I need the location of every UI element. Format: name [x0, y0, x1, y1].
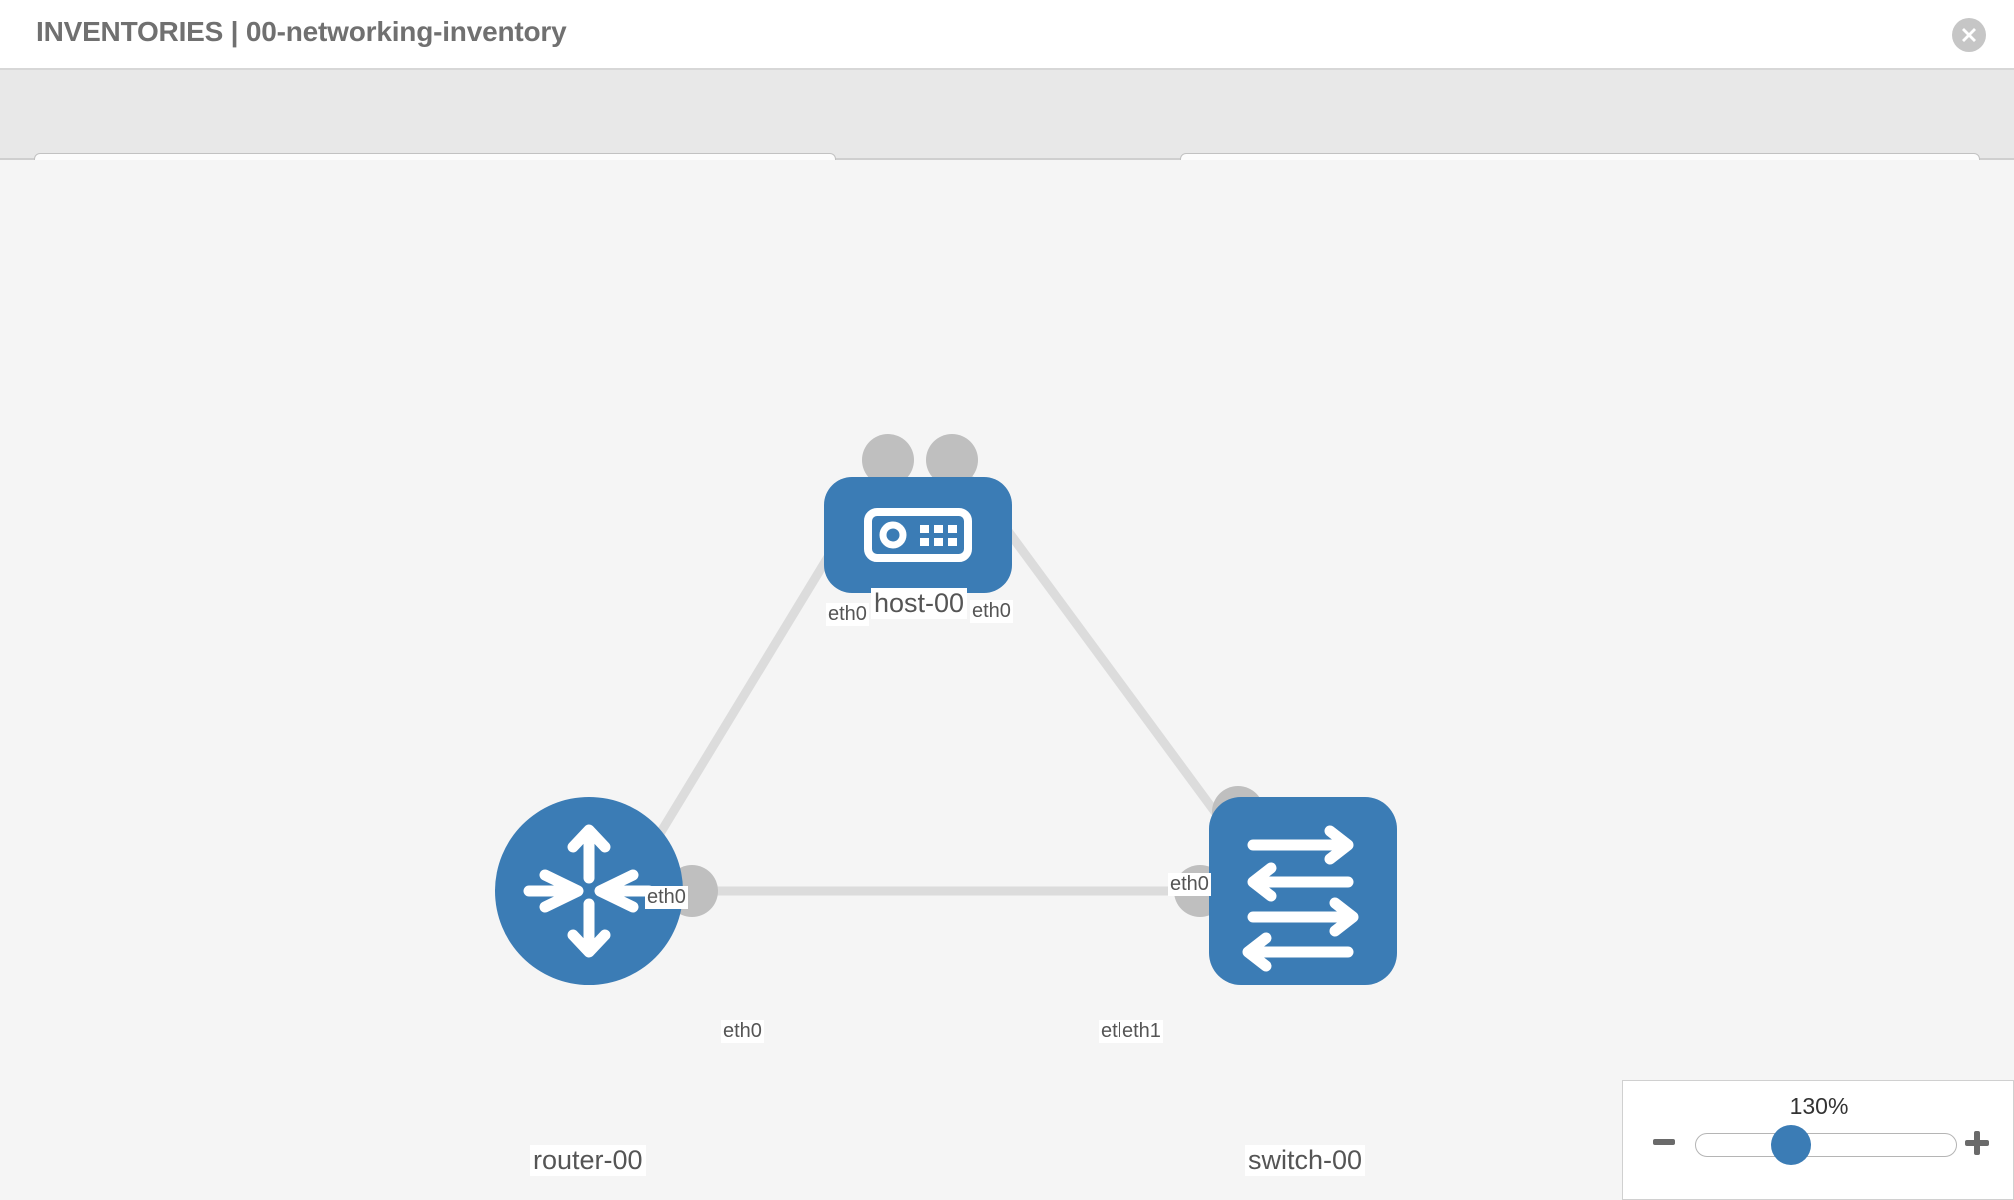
zoom-level-label: 130% — [1789, 1093, 1849, 1119]
node-label-host-00: host-00 — [871, 588, 968, 619]
connector-host-left — [862, 434, 914, 486]
node-label-router-00: router-00 — [530, 1145, 646, 1176]
iface-label-router-up: eth0 — [645, 886, 688, 909]
iface-label-host-right: eth0 — [970, 600, 1013, 623]
page-title: INVENTORIES | 00-networking-inventory — [36, 16, 567, 47]
node-host-00 — [824, 477, 1012, 593]
iface-label-switch-left-eth1: eth1 — [1120, 1020, 1163, 1043]
zoom-slider-thumb[interactable] — [1771, 1125, 1811, 1165]
toolbar: ACTIONS SEARCH — [0, 70, 2014, 203]
close-button[interactable] — [1952, 18, 1986, 52]
node-switch-00 — [1209, 797, 1397, 985]
minus-icon — [1653, 1139, 1675, 1145]
close-icon — [1962, 28, 1976, 42]
router-arrows-icon — [523, 824, 655, 958]
iface-label-router-right: eth0 — [721, 1020, 764, 1043]
iface-label-switch-up: eth0 — [1168, 873, 1211, 896]
page-header: INVENTORIES | 00-networking-inventory — [0, 0, 2014, 70]
node-router-00 — [495, 797, 683, 985]
iface-label-host-left: eth0 — [826, 603, 869, 626]
plus-icon — [1965, 1131, 1989, 1155]
server-icon — [864, 508, 972, 562]
zoom-control-panel: 130% — [1622, 1080, 2014, 1200]
zoom-in-button[interactable] — [1963, 1129, 1991, 1157]
switch-arrows-icon — [1242, 825, 1359, 972]
zoom-out-button[interactable] — [1651, 1129, 1677, 1155]
topology-canvas[interactable]: eth0 eth0 eth0 eth0 eth0 eth0 eth1 host-… — [0, 160, 2014, 1200]
connector-host-right — [926, 434, 978, 486]
topology-graph — [495, 434, 1397, 985]
zoom-slider[interactable] — [1695, 1133, 1957, 1157]
node-label-switch-00: switch-00 — [1245, 1145, 1366, 1176]
